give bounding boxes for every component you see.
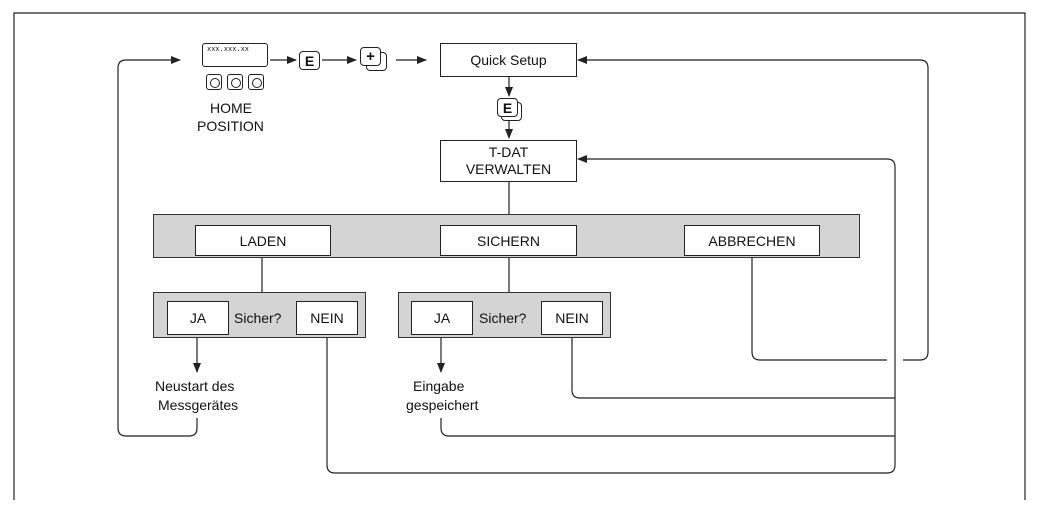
quick-setup-box: Quick Setup xyxy=(440,43,577,77)
key-minus-icon xyxy=(206,74,222,90)
home-keypad xyxy=(206,72,266,90)
home-label-line2: POSITION xyxy=(197,118,264,134)
home-display-device: xxx.xxx.xx xyxy=(202,43,268,67)
sichern-option: SICHERN xyxy=(440,225,577,256)
loop-restart-to-home xyxy=(117,56,198,437)
confirm-right-question: Sicher? xyxy=(479,310,527,326)
confirm-right-ja: JA xyxy=(411,301,473,335)
confirm-left-ja: JA xyxy=(167,301,229,335)
enter-key-icon: E xyxy=(299,51,320,70)
home-display-text: xxx.xxx.xx xyxy=(207,46,250,54)
tdat-line2: VERWALTEN xyxy=(465,161,552,177)
loop-nein-right xyxy=(571,338,895,399)
tdat-verwalten-box: T-DAT VERWALTEN xyxy=(440,140,577,182)
key-plus-icon xyxy=(227,74,243,90)
loop-nein-left xyxy=(326,338,896,474)
result-restart-line1: Neustart des xyxy=(155,378,235,394)
loop-saved xyxy=(440,418,895,437)
result-saved-line2: gespeichert xyxy=(406,397,479,413)
loop-abbrechen-to-quicksetup xyxy=(751,258,887,361)
tdat-line1: T-DAT xyxy=(488,144,529,160)
abbrechen-option: ABBRECHEN xyxy=(684,225,820,256)
result-saved-line1: Eingabe xyxy=(413,378,465,394)
home-label-line1: HOME xyxy=(210,100,252,116)
plus-key-icon: + xyxy=(360,47,394,71)
laden-option: LADEN xyxy=(195,225,331,256)
enter-key-middle-icon: E xyxy=(497,98,525,122)
frame-border xyxy=(13,12,1026,500)
key-enter-icon xyxy=(248,74,264,90)
loop-return-to-tdat xyxy=(577,155,896,465)
confirm-left-question: Sicher? xyxy=(234,310,282,326)
result-restart-line2: Messgerätes xyxy=(158,397,239,413)
confirm-left-nein: NEIN xyxy=(296,301,358,335)
confirm-right-nein: NEIN xyxy=(541,301,603,335)
